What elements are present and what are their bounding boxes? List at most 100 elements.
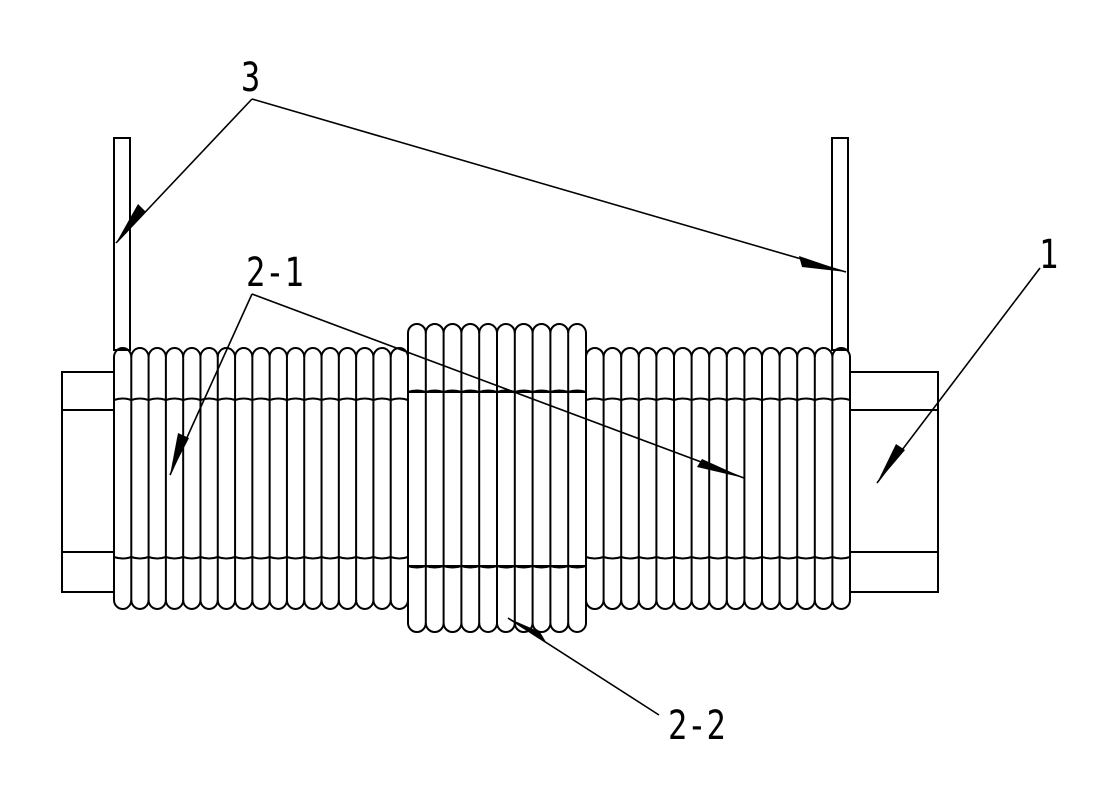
winding-turn-bottom	[183, 600, 200, 609]
label-2-1: 2-1	[246, 253, 304, 293]
winding-turn-bottom	[568, 623, 586, 632]
winding-band-upper	[270, 399, 287, 401]
winding-turn-bottom	[322, 600, 339, 609]
winding-band-lower	[166, 557, 183, 559]
winding-band-lower	[339, 557, 356, 559]
winding-turn-bottom	[444, 623, 462, 632]
winding-band-lower	[604, 557, 622, 559]
winding-band-lower	[149, 557, 166, 559]
winding-turn-top	[149, 348, 166, 357]
winding-turn-bottom	[235, 600, 252, 609]
winding-turn-bottom	[604, 600, 622, 609]
arrowhead-3-right	[799, 256, 846, 272]
winding-turn-bottom	[832, 600, 850, 609]
winding-band-lower	[200, 557, 217, 559]
winding-turn-bottom	[639, 600, 657, 609]
coil-2-1-left	[114, 348, 408, 609]
lead-wire-right	[832, 138, 848, 350]
winding-band-lower	[287, 557, 304, 559]
lead-wire-left	[114, 138, 130, 350]
winding-turn-bottom	[339, 600, 356, 609]
winding-turn-bottom	[780, 600, 798, 609]
winding-band-upper	[692, 399, 710, 401]
winding-turn-bottom	[304, 600, 321, 609]
winding-turn-top	[586, 348, 604, 357]
winding-turn-bottom	[461, 623, 479, 632]
winding-turn-bottom	[586, 600, 604, 609]
winding-turn-bottom	[550, 623, 568, 632]
label-2-2: 2-2	[668, 706, 726, 746]
winding-turn-top	[304, 348, 321, 357]
winding-turn-top	[408, 324, 426, 333]
winding-turn-top	[444, 324, 462, 333]
winding-turn-top	[568, 324, 586, 333]
winding-band-upper	[252, 399, 269, 401]
coil-2-2-center	[408, 324, 586, 632]
winding-band-upper	[674, 399, 692, 401]
winding-band-upper	[322, 399, 339, 401]
winding-band-upper	[639, 399, 657, 401]
winding-band-lower	[727, 557, 745, 559]
winding-turn-top	[762, 348, 780, 357]
winding-turn-bottom	[218, 600, 235, 609]
winding-band-upper	[287, 399, 304, 401]
winding-turn-bottom	[166, 600, 183, 609]
winding-band-upper	[356, 399, 373, 401]
arrowhead-1	[877, 444, 905, 483]
winding-band-upper	[183, 399, 200, 401]
winding-turn-top	[166, 348, 183, 357]
winding-band-upper	[727, 399, 745, 401]
winding-turn-top	[744, 348, 762, 357]
winding-turn-bottom	[114, 600, 131, 609]
winding-band-lower	[692, 557, 710, 559]
winding-band-lower	[709, 557, 727, 559]
winding-band-lower	[621, 557, 639, 559]
winding-band-lower	[391, 557, 408, 559]
winding-turn-bottom	[373, 600, 390, 609]
winding-band-lower	[762, 557, 780, 559]
winding-turn-top	[270, 348, 287, 357]
winding-turn-bottom	[621, 600, 639, 609]
winding-turn-top	[131, 348, 148, 357]
winding-turn-top	[780, 348, 798, 357]
winding-turn-top	[322, 348, 339, 357]
winding-band-upper	[832, 399, 850, 401]
winding-turn-bottom	[200, 600, 217, 609]
winding-band-lower	[131, 557, 148, 559]
winding-turn-top	[373, 348, 390, 357]
winding-turn-top	[515, 324, 533, 333]
winding-turn-top	[287, 348, 304, 357]
core-right-end	[850, 372, 938, 592]
winding-band-lower	[304, 557, 321, 559]
winding-turn-top	[709, 348, 727, 357]
winding-band-upper	[586, 399, 604, 401]
winding-turn-bottom	[709, 600, 727, 609]
winding-turn-bottom	[479, 623, 497, 632]
winding-turn-top	[639, 348, 657, 357]
winding-turn-bottom	[356, 600, 373, 609]
winding-band-upper	[604, 399, 622, 401]
winding-band-lower	[235, 557, 252, 559]
winding-turn-top	[550, 324, 568, 333]
winding-band-lower	[780, 557, 798, 559]
winding-band-upper	[218, 399, 235, 401]
winding-turn-top	[252, 348, 269, 357]
winding-band-upper	[709, 399, 727, 401]
winding-turn-top	[674, 348, 692, 357]
winding-turn-bottom	[762, 600, 780, 609]
winding-turn-bottom	[252, 600, 269, 609]
leader-2-2-to-center-coil	[508, 618, 659, 715]
leader-3-to-right-lead	[252, 99, 846, 272]
winding-turn-bottom	[692, 600, 710, 609]
winding-band-upper	[744, 399, 762, 401]
winding-turn-bottom	[797, 600, 815, 609]
winding-band-upper	[200, 399, 217, 401]
winding-turn-bottom	[131, 600, 148, 609]
winding-turn-top	[356, 348, 373, 357]
coil-2-1-right	[586, 348, 850, 609]
winding-turn-top	[727, 348, 745, 357]
winding-band-upper	[391, 399, 408, 401]
winding-band-lower	[639, 557, 657, 559]
winding-band-lower	[322, 557, 339, 559]
winding-turn-top	[621, 348, 639, 357]
